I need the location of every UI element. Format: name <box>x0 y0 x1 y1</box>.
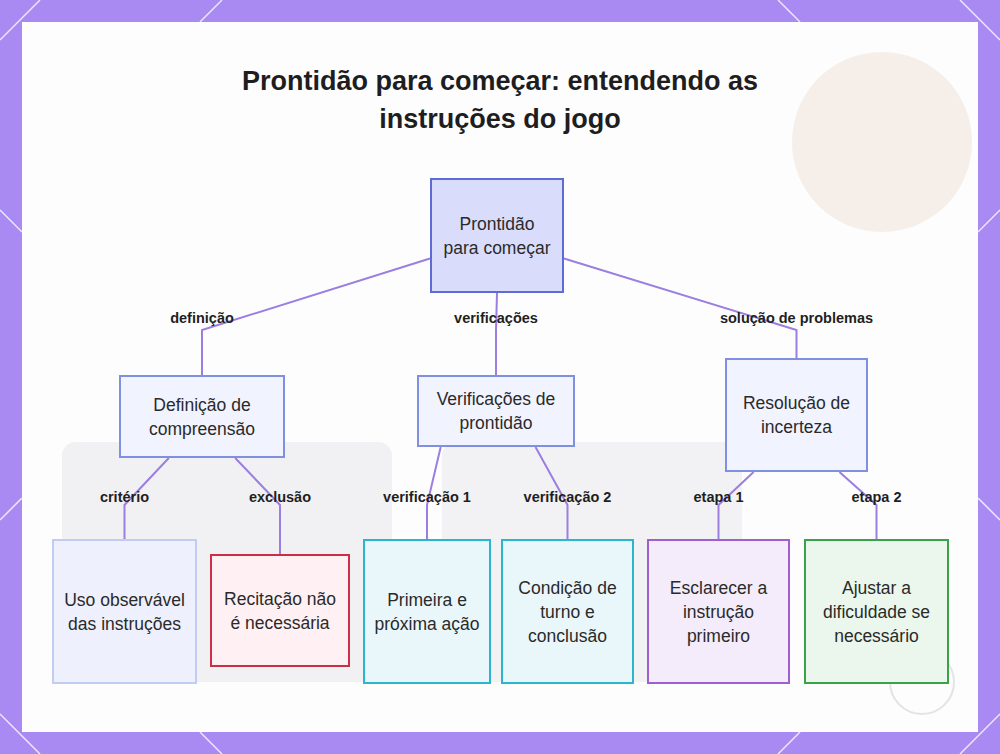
check-box: Condição de turno e conclusão <box>501 539 634 684</box>
category-box: Definição de compreensão <box>119 375 285 458</box>
box-text: Verificações de prontidão <box>427 387 565 435</box>
box-text-group: Uso observável das instruções <box>62 588 187 636</box>
tree-connector <box>202 259 430 376</box>
tree-connector <box>839 472 876 539</box>
box-text-group: Esclarecer a instrução primeiro <box>657 576 780 648</box>
box-text-group: Prontidão para começar <box>440 212 554 260</box>
box-text-group: Resolução de incerteza <box>735 391 858 439</box>
tree-connector <box>496 293 497 375</box>
category-box: Verificações de prontidão <box>417 375 575 447</box>
connector-label: verificação 1 <box>383 489 471 505</box>
box-text-group: Recitação não é necessária <box>220 587 340 635</box>
tree-connector <box>719 472 754 539</box>
connector-label: verificações <box>454 310 538 326</box>
box-text-group: Verificações de prontidão <box>427 387 565 435</box>
connector-label: definição <box>170 310 234 326</box>
connector-label: solução de problemas <box>720 310 873 326</box>
connector-label: etapa 1 <box>694 489 744 505</box>
box-text: Definição de compreensão <box>129 393 275 441</box>
category-box: Resolução de incerteza <box>725 358 868 472</box>
box-text-group: Ajustar a dificuldade se necessário <box>814 576 939 648</box>
box-text-group: Definição de compreensão <box>129 393 275 441</box>
tree-connector <box>235 458 280 554</box>
box-text: Esclarecer a instrução primeiro <box>657 576 780 648</box>
check-box: Primeira e próxima ação <box>363 539 491 684</box>
box-text: Primeira e próxima ação <box>373 588 481 636</box>
connector-label: exclusão <box>249 489 311 505</box>
box-text: Uso observável das instruções <box>62 588 187 636</box>
connector-label: critério <box>100 489 149 505</box>
box-text: Ajustar a dificuldade se necessário <box>814 576 939 648</box>
box-text-group: Condição de turno e conclusão <box>511 576 624 648</box>
step-box: Ajustar a dificuldade se necessário <box>804 539 949 684</box>
connector-label: etapa 2 <box>852 489 902 505</box>
diagram-title: Prontidão para começar: entendendo as in… <box>200 62 800 138</box>
criterion-box: Uso observável das instruções <box>52 539 197 684</box>
tree-connector <box>564 259 797 359</box>
step-box: Esclarecer a instrução primeiro <box>647 539 790 684</box>
box-text-group: Primeira e próxima ação <box>373 588 481 636</box>
box-text: Recitação não é necessária <box>220 587 340 635</box>
box-text: Prontidão para começar <box>440 212 554 260</box>
exclusion-box: Recitação não é necessária <box>210 554 350 667</box>
box-text: Condição de turno e conclusão <box>511 576 624 648</box>
root-box: Prontidão para começar <box>430 178 564 293</box>
box-text: Resolução de incerteza <box>735 391 858 439</box>
connector-label: verificação 2 <box>524 489 612 505</box>
